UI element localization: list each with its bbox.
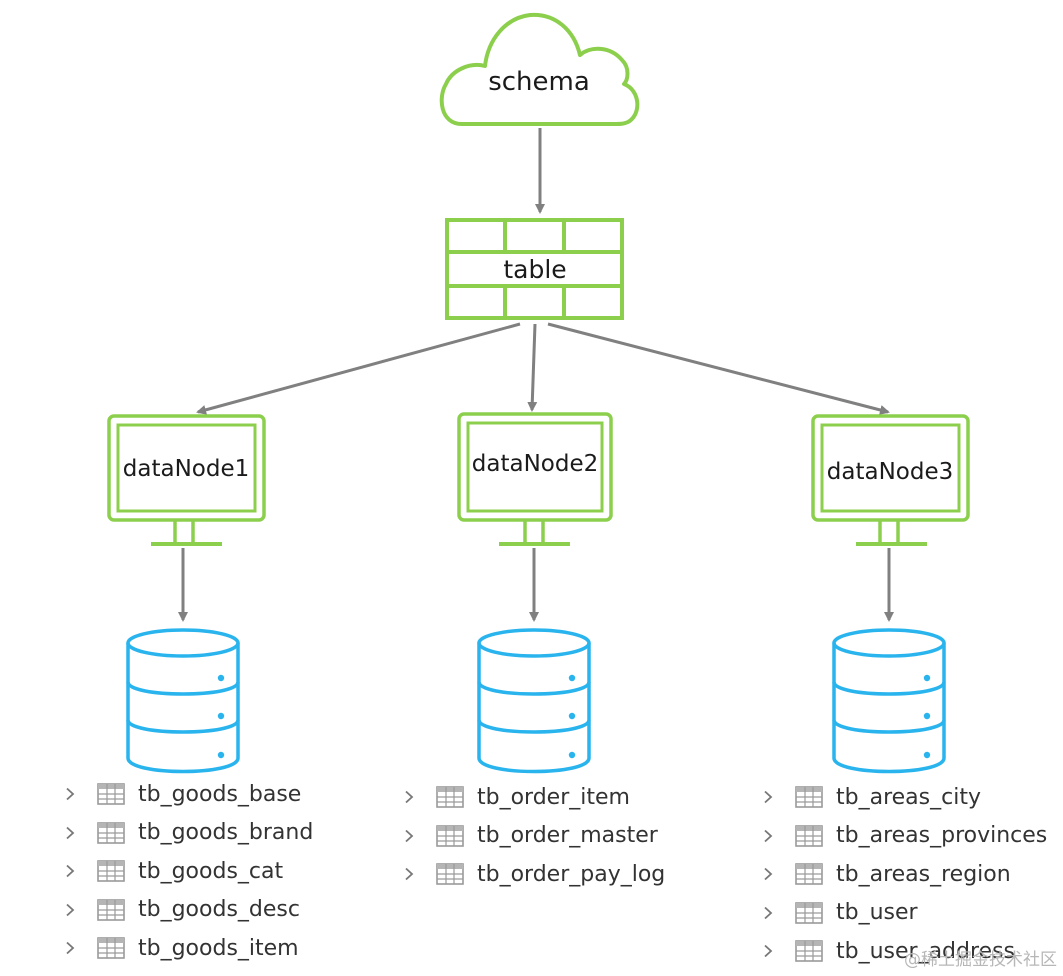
data-node-1-label: dataNode1 — [123, 456, 249, 482]
watermark: @稀土掘金技术社区 — [904, 950, 1057, 970]
table-name: tb_goods_brand — [138, 820, 314, 846]
table-list-item[interactable]: tb_user_address — [761, 932, 1047, 971]
table-name: tb_user_address — [836, 938, 1016, 964]
table-name: tb_goods_base — [138, 781, 302, 807]
table-grid-icon — [445, 218, 624, 320]
table-icon — [795, 786, 823, 809]
table-list-node-2: tb_order_item tb_order_master tb_order_pay… — [402, 778, 665, 894]
table-icon — [795, 863, 823, 886]
table-name: tb_order_master — [477, 823, 658, 849]
table-list-item[interactable]: tb_order_item — [402, 778, 665, 817]
table-name: tb_goods_desc — [138, 897, 300, 923]
table-list-item[interactable]: tb_goods_desc — [63, 891, 313, 930]
table-icon — [97, 821, 125, 844]
table-node: table — [445, 218, 624, 320]
database-icon — [126, 628, 240, 774]
table-list-item[interactable]: tb_user — [761, 894, 1047, 933]
table-name: tb_order_item — [477, 784, 630, 810]
table-icon — [795, 940, 823, 963]
table-list-item[interactable]: tb_areas_city — [761, 778, 1047, 817]
monitor-icon — [811, 414, 970, 546]
chevron-right-icon[interactable] — [63, 864, 77, 878]
table-name: tb_user — [836, 900, 918, 926]
cloud-icon — [439, 12, 640, 126]
chevron-right-icon[interactable] — [63, 903, 77, 917]
table-icon — [97, 937, 125, 960]
chevron-right-icon[interactable] — [63, 826, 77, 840]
table-list-item[interactable]: tb_goods_brand — [63, 814, 313, 853]
table-name: tb_areas_region — [836, 861, 1011, 887]
chevron-right-icon[interactable] — [761, 906, 775, 920]
table-list-item[interactable]: tb_order_pay_log — [402, 855, 665, 894]
table-list-item[interactable]: tb_areas_provinces — [761, 817, 1047, 856]
chevron-right-icon[interactable] — [402, 829, 416, 843]
chevron-right-icon[interactable] — [761, 790, 775, 804]
data-node-3-label: dataNode3 — [827, 459, 953, 485]
data-node-2: dataNode2 — [457, 412, 613, 546]
arrow-table-to-node2 — [527, 323, 538, 412]
table-list-item[interactable]: tb_goods_item — [63, 929, 313, 968]
schema-label: schema — [488, 67, 590, 97]
table-icon — [97, 898, 125, 921]
table-icon — [97, 860, 125, 883]
arrow-table-to-node3 — [547, 322, 890, 415]
monitor-icon — [457, 412, 613, 546]
table-name: tb_areas_city — [836, 784, 981, 810]
table-list-item[interactable]: tb_goods_base — [63, 775, 313, 814]
table-list-item[interactable]: tb_goods_cat — [63, 852, 313, 891]
database-icon — [477, 628, 591, 774]
data-node-3: dataNode3 — [811, 414, 970, 546]
chevron-right-icon[interactable] — [761, 829, 775, 843]
chevron-right-icon[interactable] — [402, 790, 416, 804]
schema-node: schema — [439, 12, 640, 126]
table-label: table — [503, 255, 566, 284]
table-icon — [436, 786, 464, 809]
table-list-item[interactable]: tb_areas_region — [761, 855, 1047, 894]
data-node-2-label: dataNode2 — [472, 451, 598, 477]
table-icon — [795, 824, 823, 847]
table-icon — [795, 901, 823, 924]
table-name: tb_goods_cat — [138, 858, 284, 884]
arrows — [178, 128, 894, 622]
data-node-1: dataNode1 — [107, 414, 266, 546]
chevron-right-icon[interactable] — [761, 944, 775, 958]
table-icon — [436, 824, 464, 847]
database-icon — [832, 628, 946, 774]
table-icon — [97, 783, 125, 806]
table-list-item[interactable]: tb_order_master — [402, 817, 665, 856]
table-list-node-3: tb_areas_city tb_areas_provinces tb_areas_… — [761, 778, 1047, 971]
table-name: tb_goods_item — [138, 935, 299, 961]
table-name: tb_areas_provinces — [836, 823, 1048, 849]
monitor-icon — [107, 414, 266, 546]
arrow-table-to-node1 — [196, 322, 521, 415]
chevron-right-icon[interactable] — [402, 867, 416, 881]
chevron-right-icon[interactable] — [63, 941, 77, 955]
chevron-right-icon[interactable] — [63, 787, 77, 801]
chevron-right-icon[interactable] — [761, 867, 775, 881]
table-icon — [436, 863, 464, 886]
table-name: tb_order_pay_log — [477, 861, 666, 887]
